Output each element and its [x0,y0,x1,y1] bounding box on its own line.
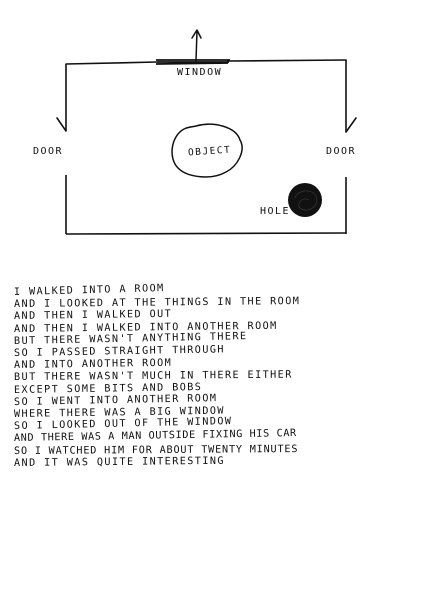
door-left-label: DOOR [33,146,64,157]
window-label: WINDOW [177,67,223,78]
object-outline [171,123,243,178]
wall-top-right [227,59,347,62]
door-right-label: DOOR [326,146,357,157]
floor-plan-drawing [56,29,357,235]
wall-bottom [65,232,347,235]
hole-scribble [294,190,318,211]
story-text: I WALKED INTO A ROOM AND I LOOKED AT THE… [14,283,418,470]
wall-top-left [65,61,158,65]
door-left [56,117,67,132]
hole-fill [288,183,322,217]
hole-label: HOLE [260,206,291,217]
window-sill [155,59,230,65]
window-arrow [191,29,202,62]
door-right [345,117,357,133]
